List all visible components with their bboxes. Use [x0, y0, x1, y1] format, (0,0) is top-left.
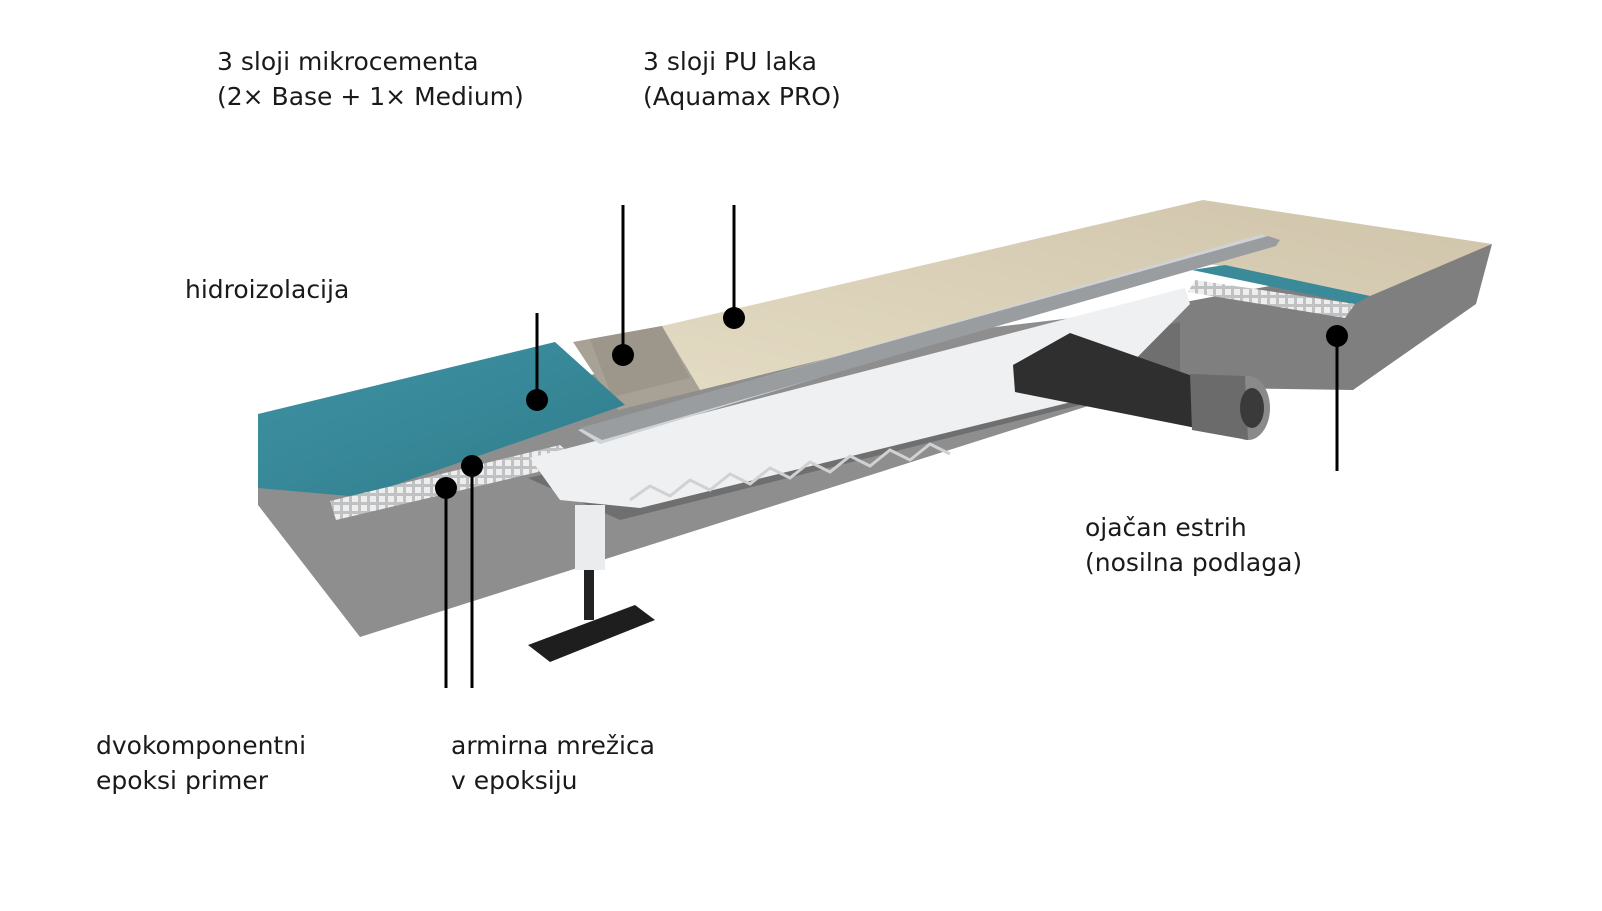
waterproofing-surface: [258, 342, 625, 497]
callout-dot-waterproofing: [526, 389, 548, 411]
label-microcement-line1: 3 sloji mikrocementa: [217, 47, 479, 76]
callout-dot-screed: [1326, 325, 1348, 347]
waterproofing-right-strip: [1192, 265, 1370, 304]
label-mesh-line2: v epoksiju: [451, 766, 578, 795]
label-microcement-line2: (2× Base + 1× Medium): [217, 82, 524, 111]
pu-layer-strip: [590, 326, 690, 397]
label-mesh-line1: armirna mrežica: [451, 731, 656, 760]
label-mesh: armirna mrežica v epoksiju: [451, 728, 655, 798]
callout-dot-microcement: [612, 344, 634, 366]
label-primer-line1: dvokomponentni: [96, 731, 307, 760]
label-waterproofing: hidroizolacija: [185, 272, 349, 307]
label-screed-line2: (nosilna podlaga): [1085, 548, 1303, 577]
drain-outlet-sleeve: [1190, 374, 1248, 440]
label-pu-lacquer: 3 sloji PU laka (Aquamax PRO): [643, 44, 841, 114]
label-waterproofing-line1: hidroizolacija: [185, 275, 350, 304]
label-pu-line2: (Aquamax PRO): [643, 82, 841, 111]
reinforcing-mesh-band-right: [1188, 280, 1355, 318]
callout-dot-primer: [435, 477, 457, 499]
drain-outlet-hole: [1240, 388, 1264, 428]
callout-dot-pu: [723, 307, 745, 329]
label-pu-line1: 3 sloji PU laka: [643, 47, 817, 76]
label-primer-line2: epoksi primer: [96, 766, 269, 795]
drain-support-foot: [528, 605, 655, 662]
drain-grate-cover: [580, 236, 1280, 440]
label-screed-line1: ojačan estrih: [1085, 513, 1247, 542]
drain-support-rod: [584, 570, 594, 620]
label-screed: ojačan estrih (nosilna podlaga): [1085, 510, 1302, 580]
drain-outlet-pipe: [1013, 333, 1198, 428]
callout-dot-mesh: [461, 455, 483, 477]
drain-support-leg: [575, 505, 605, 570]
drain-corrugation: [629, 442, 951, 502]
label-microcement: 3 sloji mikrocementa (2× Base + 1× Mediu…: [217, 44, 524, 114]
label-epoxy-primer: dvokomponentni epoksi primer: [96, 728, 306, 798]
drain-channel-body: [530, 288, 1190, 508]
